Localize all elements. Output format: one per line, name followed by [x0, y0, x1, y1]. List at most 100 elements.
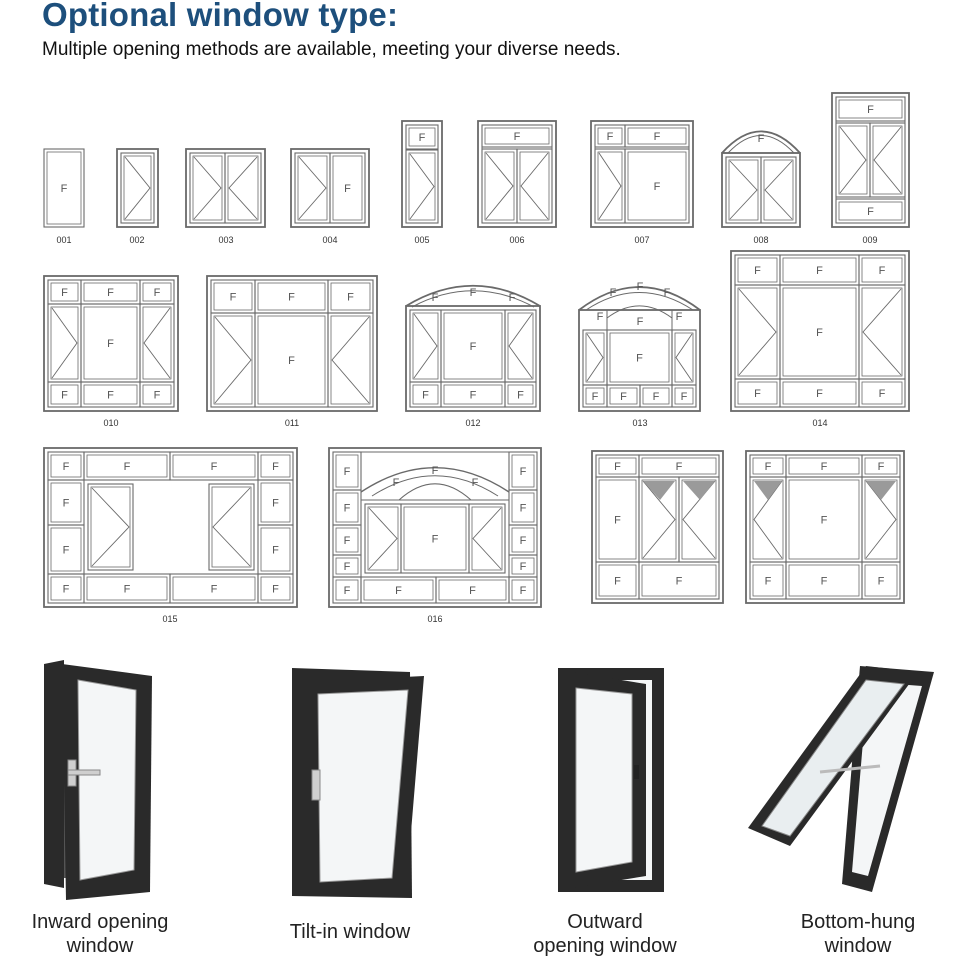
outward-opening-window-illustration: [558, 668, 664, 892]
fixed-pane-label: F: [614, 461, 621, 473]
fixed-pane-label: F: [395, 585, 402, 597]
inward-opening-window-illustration: [44, 660, 152, 900]
fixed-pane-label: F: [344, 585, 351, 597]
style-code: 016: [427, 614, 442, 624]
fixed-pane-label: F: [867, 104, 874, 116]
fixed-pane-label: F: [517, 390, 524, 402]
fixed-pane-label: F: [816, 265, 823, 277]
fixed-pane-label: F: [344, 183, 351, 195]
opening-direction-line: [409, 153, 435, 220]
fixed-pane-label: F: [664, 287, 671, 299]
opening-direction-line: [865, 480, 897, 559]
fixed-pane-label: F: [211, 461, 218, 473]
fixed-pane-label: F: [347, 292, 354, 304]
fixed-pane-label: F: [816, 388, 823, 400]
fixed-pane-label: F: [879, 265, 886, 277]
fixed-pane-label: F: [867, 206, 874, 218]
fixed-pane-label: F: [681, 391, 688, 403]
fixed-pane-label: F: [620, 391, 627, 403]
fixed-pane-label: F: [288, 355, 295, 367]
fixed-pane-label: F: [288, 292, 295, 304]
opening-direction-line: [598, 152, 622, 220]
opening-direction-line: [862, 288, 902, 376]
window-style-011: F F F F 011: [206, 275, 378, 428]
fixed-pane-label: F: [432, 292, 439, 304]
fixed-pane-label: F: [597, 311, 604, 323]
opening-direction-line: [472, 507, 502, 570]
fixed-pane-label: F: [754, 388, 761, 400]
fixed-pane-label: F: [272, 545, 279, 557]
fixed-pane-label: F: [230, 292, 237, 304]
fixed-pane-label: F: [469, 585, 476, 597]
style-code: 005: [414, 235, 429, 245]
fixed-pane-label: F: [107, 390, 114, 402]
window-style-003: 003: [185, 148, 266, 245]
fixed-pane-label: F: [272, 498, 279, 510]
fixed-pane-label: F: [61, 287, 68, 299]
fixed-pane-label: F: [878, 576, 885, 588]
window-handle-icon: [634, 765, 639, 779]
style-code: 003: [218, 235, 233, 245]
fixed-pane-label: F: [520, 585, 527, 597]
fixed-pane-label: F: [879, 388, 886, 400]
fixed-pane-label: F: [821, 576, 828, 588]
fixed-pane-label: F: [419, 132, 426, 144]
fixed-pane-label: F: [765, 576, 772, 588]
fixed-pane-label: F: [124, 584, 131, 596]
fixed-pane-label: F: [107, 338, 114, 350]
opening-direction-line: [91, 487, 130, 567]
fixed-pane-label: F: [154, 287, 161, 299]
style-code: 007: [634, 235, 649, 245]
style-code: 012: [465, 418, 480, 428]
fixed-pane-label: F: [676, 311, 683, 323]
fixed-pane-label: F: [63, 461, 70, 473]
opening-direction-line: [368, 507, 398, 570]
fixed-pane-label: F: [344, 561, 351, 573]
style-code: 015: [162, 614, 177, 624]
opening-direction-line: [193, 156, 222, 220]
fixed-pane-label: F: [344, 466, 351, 478]
fixed-pane-label: F: [344, 535, 351, 547]
window-style-005: F 005: [401, 120, 443, 245]
fixed-pane-label: F: [520, 466, 527, 478]
fixed-pane-label: F: [614, 576, 621, 588]
fixed-pane-label: F: [676, 576, 683, 588]
fixed-pane-label: F: [344, 503, 351, 515]
opening-direction-line: [51, 307, 78, 379]
opening-direction-line: [508, 313, 533, 379]
fixed-pane-label: F: [472, 477, 479, 489]
fixed-pane-label: F: [63, 545, 70, 557]
fixed-pane-label: F: [592, 391, 599, 403]
opening-direction-line: [873, 126, 902, 194]
style-code: 010: [103, 418, 118, 428]
fixed-pane-label: F: [470, 287, 477, 299]
fixed-pane-label: F: [754, 265, 761, 277]
fixed-pane-label: F: [758, 133, 765, 145]
opening-direction-line: [413, 313, 438, 379]
opening-direction-line: [586, 333, 604, 382]
fixed-pane-label: F: [61, 390, 68, 402]
window-style-008: F 008: [721, 130, 801, 245]
fixed-pane-label: F: [610, 287, 617, 299]
opening-direction-line: [228, 156, 258, 220]
opening-direction-line: [675, 333, 693, 382]
style-code: 008: [753, 235, 768, 245]
opening-direction-line: [764, 160, 793, 220]
fixed-pane-label: F: [514, 131, 521, 143]
window-style-002: 002: [116, 148, 159, 245]
style-code: 011: [285, 418, 299, 428]
opening-direction-line: [642, 480, 676, 559]
fixed-pane-label: F: [614, 515, 621, 527]
caption-tilt-in: Tilt-in window: [289, 921, 411, 943]
fixed-pane-label: F: [816, 327, 823, 339]
opening-direction-line: [520, 152, 549, 220]
